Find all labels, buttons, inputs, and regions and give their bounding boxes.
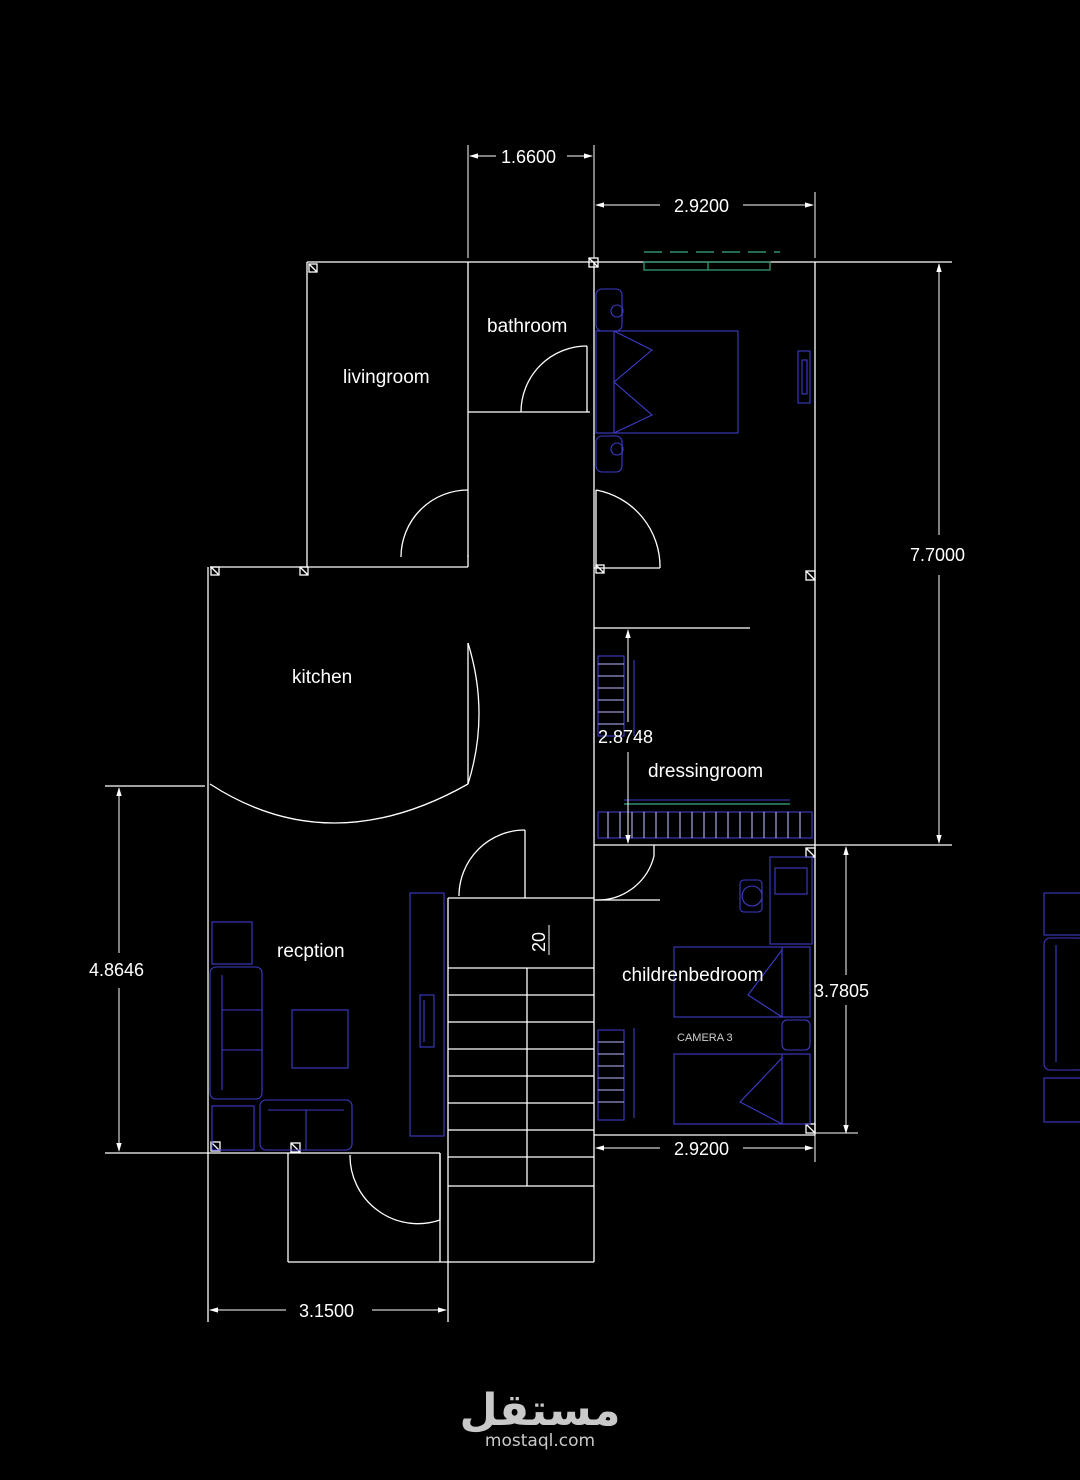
room-label-bathroom: bathroom [487, 316, 567, 337]
child-wardrobe [597, 1028, 635, 1121]
door-kitchen [209, 642, 480, 824]
desk [739, 856, 813, 945]
child-bed-upper [673, 946, 811, 1019]
dimension-dressing-inner: 2.8748 [598, 727, 653, 747]
door-livingroom [400, 489, 469, 558]
tv-unit [409, 892, 445, 1137]
door-children-bedroom [595, 845, 655, 901]
side-table-top [211, 921, 253, 965]
dimension-left: 4.8646 [89, 960, 144, 980]
watermark-logo-arabic: مستقل [460, 1385, 621, 1436]
door-bathroom [520, 345, 588, 413]
dimension-lines [116, 145, 942, 1313]
coffee-table [291, 1009, 349, 1069]
room-label-livingroom: livingroom [343, 367, 430, 388]
master-window [643, 251, 780, 271]
side-table-bottom [211, 1105, 255, 1151]
camera-label: CAMERA 3 [677, 1032, 733, 1044]
watermark-site: mostaql.com [485, 1431, 595, 1451]
room-label-kitchen: kitchen [292, 667, 352, 688]
dimension-stair-step: 20 [529, 932, 549, 952]
dimension-right-tall: 7.7000 [910, 545, 965, 565]
doors [209, 345, 661, 1225]
dimension-top-small: 1.6600 [501, 147, 556, 167]
partial-furniture-right [1043, 892, 1080, 1123]
sofa-left [209, 966, 263, 1100]
child-bed-lower [673, 1019, 811, 1125]
room-label-dressingroom: dressingroom [648, 761, 763, 782]
furniture [209, 251, 1080, 1151]
door-reception [458, 829, 526, 897]
dressing-rack-bottom [597, 799, 813, 839]
dimension-bottom-left: 3.1500 [299, 1301, 354, 1321]
sofa-bottom [259, 1099, 353, 1151]
master-bed [595, 288, 739, 473]
room-label-children-bedroom: childrenbedroom [622, 965, 764, 986]
dressing-rack-left [597, 655, 635, 737]
dimension-right-lower: 3.7805 [814, 981, 869, 1001]
room-label-reception: recption [277, 941, 345, 962]
walls [105, 261, 952, 1322]
door-bedroom [595, 489, 661, 569]
master-tv [797, 350, 811, 404]
dimension-bottom-right: 2.9200 [674, 1139, 729, 1159]
dimension-top-right: 2.9200 [674, 196, 729, 216]
columns [210, 257, 816, 1153]
door-entrance [349, 1153, 441, 1225]
